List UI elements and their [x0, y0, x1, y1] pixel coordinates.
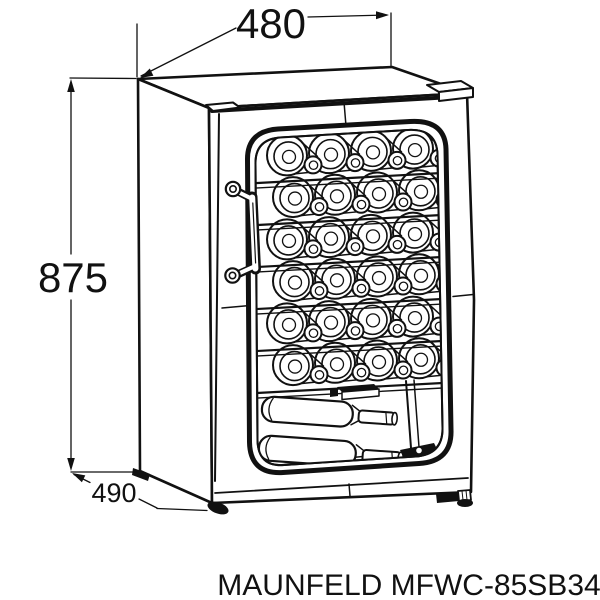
- right-stile-seam: [452, 293, 474, 298]
- bottle-neck: [335, 138, 365, 173]
- width-value: 480: [236, 0, 306, 47]
- front-left-foot: [207, 501, 229, 515]
- bottle-neck: [299, 350, 329, 385]
- wine-bottle: [272, 344, 314, 387]
- dimension-height: 875: [38, 77, 138, 473]
- feet: [132, 468, 473, 515]
- arrow-left-icon: [140, 68, 154, 78]
- door-top-edge: [210, 94, 471, 113]
- bottle-neck: [377, 304, 407, 339]
- rack-row: [272, 169, 443, 219]
- dimension-width: 480: [136, 0, 392, 78]
- wine-bottle: [350, 129, 392, 172]
- bottle-neck: [341, 180, 371, 215]
- arrow-up-icon: [67, 79, 75, 92]
- top-right-hinge-cover: [426, 80, 474, 102]
- cooler-interior: [255, 129, 443, 466]
- glass-frame-inner-stroke: [254, 128, 444, 467]
- bottle-neck: [383, 346, 413, 380]
- bottle-neck: [377, 136, 407, 171]
- door-left-edge: [214, 113, 220, 482]
- bottle-neck: [299, 266, 329, 301]
- cabinet-left-side: [136, 77, 214, 505]
- arrow-depth-icon: [72, 473, 86, 483]
- arrow-right-icon: [376, 11, 389, 20]
- compartment-right-wall-inner: [413, 379, 420, 448]
- top-panel-seam: [343, 101, 347, 127]
- bottle-neck: [299, 182, 329, 217]
- lying-bottle: [260, 395, 399, 428]
- door-handle: [224, 180, 261, 284]
- door-bottom-seam: [348, 483, 351, 497]
- back-left-foot: [132, 468, 150, 481]
- model-label: MAUNFELD MFWC-85SB34: [217, 569, 600, 600]
- bottle-neck: [383, 262, 413, 296]
- left-stile-seam: [221, 304, 251, 309]
- bottle-neck: [293, 309, 323, 343]
- bottle-neck: [293, 141, 323, 175]
- top-left-hinge-tab: [205, 101, 241, 112]
- bracket-screw: [416, 447, 422, 454]
- height-value: 875: [38, 254, 108, 301]
- bottle-neck: [377, 220, 407, 255]
- dimension-depth: 490: [72, 473, 208, 512]
- bottle-neck: [335, 222, 365, 257]
- bottle-neck: [335, 306, 365, 341]
- bottle-neck: [293, 225, 323, 259]
- door-bottom-edge: [214, 477, 469, 494]
- depth-value: 490: [91, 478, 136, 508]
- arrow-down-icon: [67, 458, 75, 471]
- bottle-neck: [341, 264, 371, 299]
- wine-rack: [255, 129, 443, 400]
- rack-row: [266, 129, 443, 177]
- compartment-right-wall: [405, 380, 412, 449]
- compartment-latch: [330, 384, 380, 401]
- bottle-neck: [341, 348, 371, 383]
- front-right-foot: [436, 489, 473, 507]
- bottle-neck: [383, 178, 413, 212]
